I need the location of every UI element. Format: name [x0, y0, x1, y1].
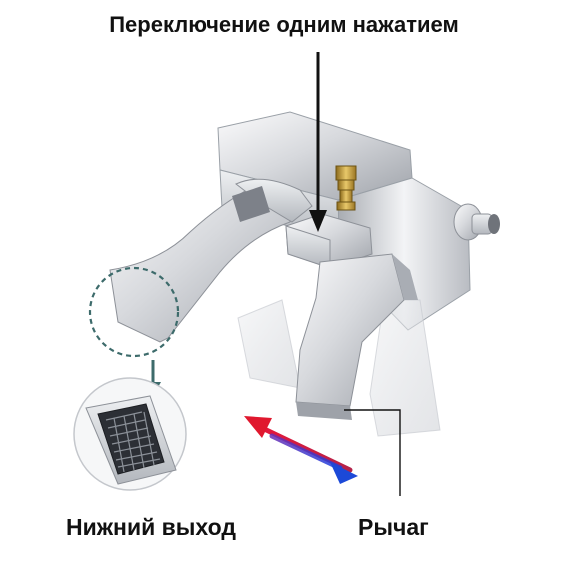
- annotation-arrow-top: [309, 52, 327, 232]
- hot-cold-arrows-icon: [244, 416, 358, 484]
- diverter-caption: Переключение одним нажатием: [109, 12, 459, 37]
- lever-caption: Рычаг: [358, 514, 429, 540]
- faucet-image: [109, 111, 500, 437]
- outlet-caption: Нижний выход: [66, 514, 236, 540]
- callout-circle: [88, 266, 180, 358]
- annotation-line-lever: [344, 409, 401, 496]
- outlet-inset: [73, 377, 187, 491]
